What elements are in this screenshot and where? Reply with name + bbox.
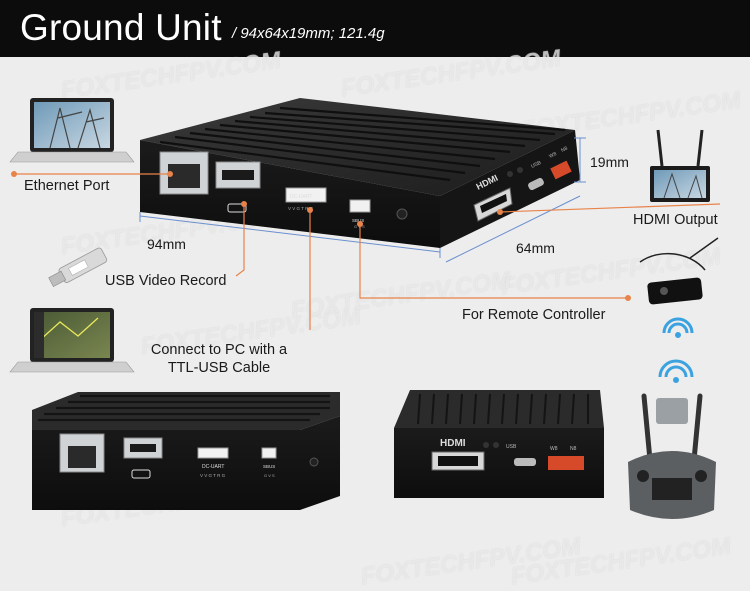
ground-unit-main-view: HDMI DC-UART V V G T R G SBUS G V S USB …: [140, 98, 580, 248]
callout-connect-pc-line1: Connect to PC with a: [150, 342, 288, 358]
header-banner: Ground Unit / 94x64x19mm; 121.4g: [0, 0, 750, 57]
device-uart-pins: V V G T R G: [200, 473, 226, 478]
monitor-icon: [650, 129, 710, 202]
laptop-pc-icon: [9, 308, 135, 373]
ground-unit-back-view: HDMI USB W8 N8: [394, 390, 604, 498]
device-uart-label: DC-UART: [202, 464, 224, 470]
device-hdmi-label: HDMI: [440, 438, 466, 449]
device-usb-label: USB: [530, 160, 542, 170]
dimension-length: 94mm: [147, 236, 186, 252]
device-switch-right-label: N8: [560, 146, 569, 154]
callout-connect-pc-line2: TTL-USB Cable: [167, 360, 271, 376]
dimension-height: 19mm: [590, 154, 629, 170]
callout-remote-controller: For Remote Controller: [462, 307, 606, 323]
wifi-icon: [662, 317, 694, 338]
usb-stick-icon: [48, 247, 108, 288]
ground-unit-front-view: DC-UART V V G T R G SBUS G V S: [32, 392, 340, 510]
device-usb-label: USB: [506, 444, 517, 450]
device-sbus-label: SBUS: [263, 464, 275, 469]
remote-controller-icon: [628, 393, 716, 519]
callout-hdmi-output: HDMI Output: [633, 212, 718, 228]
callout-leaders: [14, 173, 721, 330]
device-sbus-label: SBUS: [352, 218, 364, 223]
wifi-icon: [658, 359, 694, 383]
device-switch-left-label: W8: [550, 446, 558, 452]
rc-receiver-icon: [639, 237, 719, 305]
laptop-ethernet-icon: [9, 98, 135, 163]
callout-ethernet-port: Ethernet Port: [24, 178, 110, 194]
device-switch-left-label: W8: [548, 151, 558, 160]
callout-connect-pc: Connect to PC with a TTL-USB Cable: [140, 341, 298, 377]
callout-usb-video-record: USB Video Record: [105, 273, 227, 289]
device-switch-right-label: N8: [570, 446, 577, 452]
device-sbus-pins: G V S: [264, 473, 275, 478]
dimension-width: 64mm: [516, 240, 555, 256]
dimension-lines: [139, 137, 586, 263]
spec-summary: / 94x64x19mm; 121.4g: [232, 25, 385, 42]
page-title: Ground Unit: [20, 7, 222, 48]
device-uart-label: DC-UART: [290, 194, 312, 200]
device-uart-pins: V V G T R G: [288, 206, 314, 211]
